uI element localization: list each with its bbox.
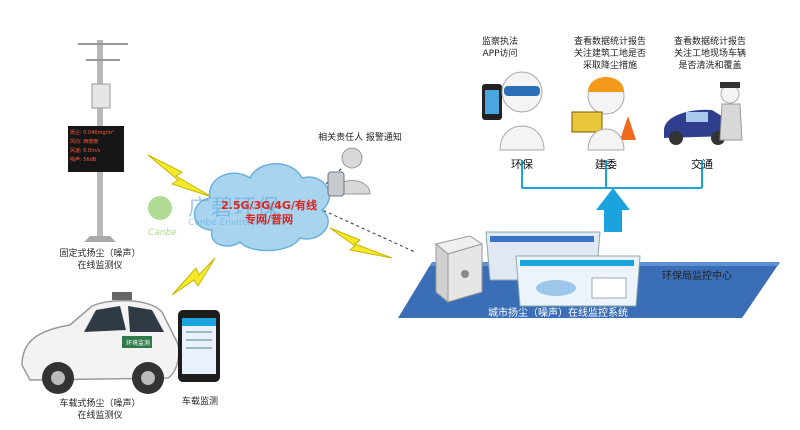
watermark-brand-en: Canbe Environment: [188, 218, 278, 228]
alert-person-icon: [327, 147, 371, 197]
control-center-title: 环保局监控中心: [662, 271, 732, 282]
dept-construction-label: 建委: [595, 158, 617, 171]
car-door-text: 环境监测: [125, 340, 150, 347]
dept-env-label: 环保: [511, 158, 533, 171]
led-line: 噪声: 56dB: [70, 157, 97, 163]
led-display: [68, 126, 124, 172]
watermark-brand-cn: 广碧环保: [188, 196, 281, 221]
led-display-text: 扬尘: 0.046mg/m³ 风向: 西南南 风速: 0.8m/s 噪声: 56…: [70, 129, 124, 165]
fixed-monitor-pole: [68, 40, 128, 242]
distribution-lines: [521, 160, 703, 189]
traffic-note: 查看数据统计报告 关注工地现场车辆 是否清洗和覆盖: [664, 36, 756, 72]
watermark-logo-text: Canbe: [148, 228, 177, 238]
fixed-station-label-line2: 在线监测仪: [77, 261, 123, 271]
led-line: 风向: 西南南: [70, 139, 99, 145]
monitor-screens: [485, 231, 641, 307]
vehicle-label-line2: 在线监测仪: [77, 411, 123, 421]
car-door-sign: [122, 336, 152, 348]
fixed-station-label-line1: 固定式扬尘（噪声）: [59, 249, 141, 259]
alert-label: 相关责任人 报警通知: [318, 133, 402, 143]
network-cloud: [193, 163, 331, 252]
dept-traffic-label: 交通: [691, 158, 713, 171]
led-line: 风速: 0.8m/s: [70, 148, 101, 154]
fixed-station-label: 固定式扬尘（噪声） 在线监测仪: [40, 248, 160, 272]
construction-note-line: 采取降尘措施: [582, 61, 637, 71]
construction-note-line: 查看数据统计报告: [573, 37, 646, 47]
leaf-logo-icon: [148, 196, 172, 220]
traffic-note-line: 是否清洗和覆盖: [678, 61, 742, 71]
env-note: 监察执法 APP访问: [472, 36, 528, 60]
system-label: 城市扬尘（噪声）在线监控系统: [488, 308, 628, 319]
server-icon: [434, 235, 484, 304]
traffic-note-line: 关注工地现场车辆: [673, 49, 746, 59]
lightning-icon-2: [171, 257, 216, 296]
mobile-monitor-label: 车载监测: [181, 397, 218, 407]
env-officer-icon: [482, 71, 545, 151]
led-line: 扬尘: 0.046mg/m³: [70, 130, 115, 136]
construction-worker-icon: [571, 77, 636, 151]
network-label: 2.5G/3G/4G/有线 专网/普网: [214, 199, 324, 227]
lightning-icon-3: [329, 227, 393, 259]
traffic-note-line: 查看数据统计报告: [673, 37, 746, 47]
construction-note-line: 关注建筑工地是否: [573, 49, 646, 59]
vehicle-label: 车载式扬尘（噪声） 在线监测仪: [40, 398, 160, 422]
up-arrow-icon: [596, 188, 630, 232]
env-note-line: 监察执法: [481, 37, 518, 47]
env-note-line: APP访问: [482, 49, 518, 59]
network-label-line2: 专网/普网: [244, 213, 294, 226]
traffic-police-icon: [664, 82, 743, 145]
monitoring-car-icon: [21, 292, 180, 394]
construction-note: 查看数据统计报告 关注建筑工地是否 采取降尘措施: [564, 36, 656, 72]
vehicle-label-line1: 车载式扬尘（噪声）: [59, 399, 141, 409]
smartphone-icon: [178, 310, 220, 382]
network-label-line1: 2.5G/3G/4G/有线: [221, 199, 317, 212]
